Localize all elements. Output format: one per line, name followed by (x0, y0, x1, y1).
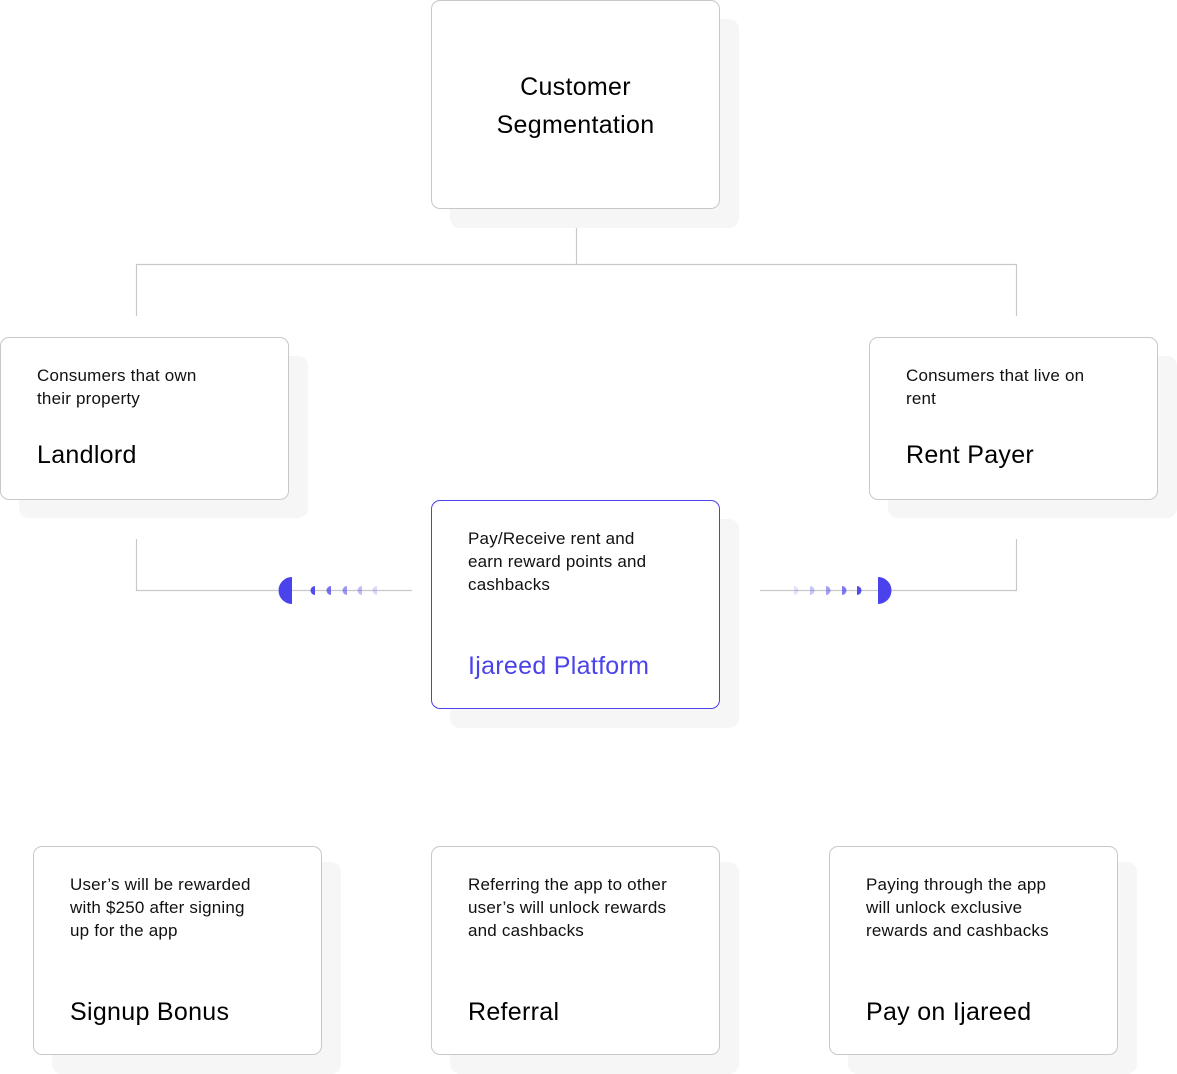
referral-node: Referring the app to other user’s will u… (431, 846, 720, 1055)
node-title: Customer Segmentation (496, 73, 655, 139)
node-title: Signup Bonus (70, 998, 230, 1026)
signup-bonus-node: User’s will be rewarded with $250 after … (33, 846, 322, 1055)
left-flow-chevron-icon (372, 586, 377, 595)
customer-segmentation-node: Customer Segmentation (431, 0, 720, 209)
left-flow-indicator (278, 577, 377, 604)
node-title: Referral (468, 998, 560, 1026)
rentpayer-to-platform-line (890, 539, 1018, 592)
node-title: Pay on Ijareed (866, 998, 1032, 1026)
right-flow-chevron-icon (842, 586, 847, 595)
node-title: Landlord (37, 441, 137, 469)
right-flow-chevron-icon (826, 586, 831, 595)
node-title: Ijareed Platform (468, 652, 650, 680)
right-flow-endpoint-icon (878, 577, 892, 604)
landlord-node: Consumers that own their property Landlo… (0, 337, 289, 500)
left-flow-chevron-icon (357, 586, 362, 595)
node-description: Paying through the app will unlock exclu… (866, 875, 1049, 940)
node-description: User’s will be rewarded with $250 after … (70, 875, 251, 940)
node-description: Consumers that own their property (37, 366, 197, 408)
left-flow-chevron-icon (326, 586, 331, 595)
pay-on-ijareed-node: Paying through the app will unlock exclu… (829, 846, 1118, 1055)
right-flow-chevron-icon (857, 586, 862, 595)
landlord-to-platform-line (135, 539, 278, 592)
right-flow-indicator (794, 577, 892, 604)
node-title: Rent Payer (906, 441, 1035, 469)
left-flow-chevron-icon (342, 586, 347, 595)
right-flow-chevron-icon (794, 586, 799, 595)
left-flow-chevron-icon (310, 586, 315, 595)
left-flow-endpoint-icon (278, 577, 292, 604)
ijareed-platform-node: Pay/Receive rent and earn reward points … (431, 500, 720, 709)
node-description: Referring the app to other user’s will u… (468, 875, 667, 940)
node-description: Consumers that live on rent (906, 366, 1085, 408)
right-flow-chevron-icon (810, 586, 815, 595)
rent-payer-node: Consumers that live on rent Rent Payer (869, 337, 1158, 500)
node-description: Pay/Receive rent and earn reward points … (468, 529, 647, 594)
